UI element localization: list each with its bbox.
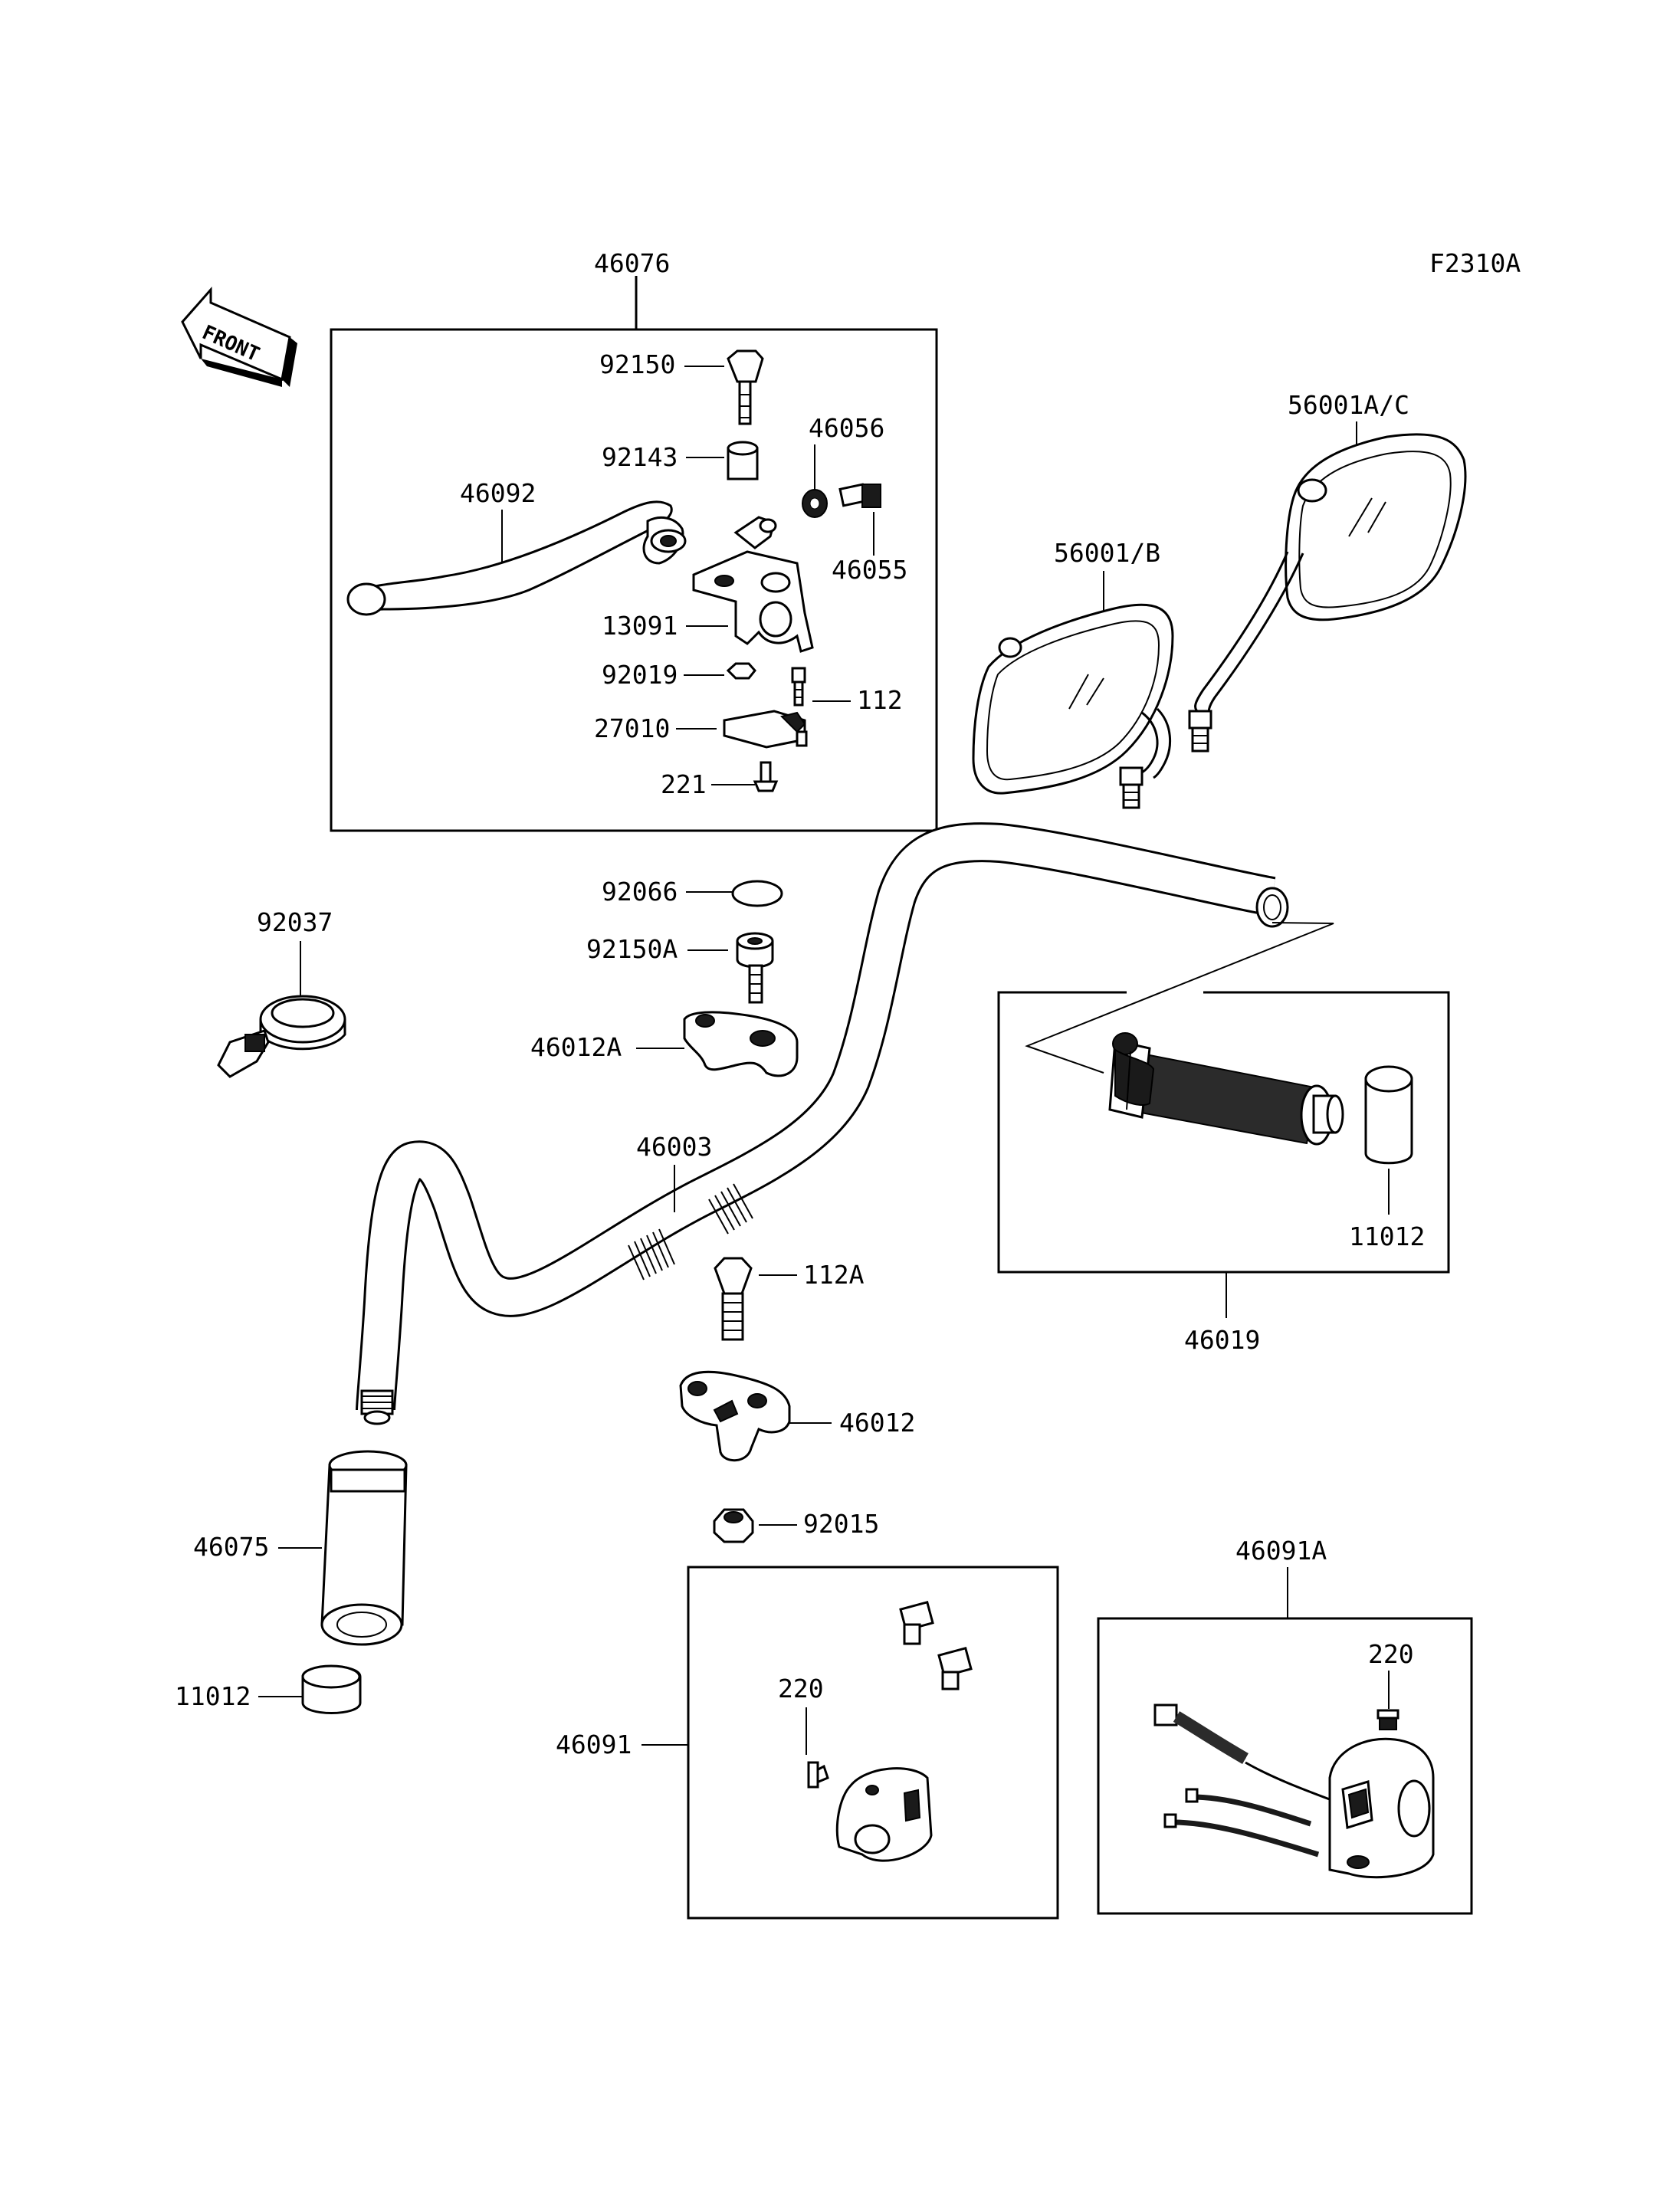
label-13091: 13091 [602,611,678,641]
label-46075: 46075 [193,1532,269,1562]
clamp-46012A [683,1011,799,1077]
bolt-92150A [736,932,774,1004]
label-46012A: 46012A [530,1032,622,1062]
mirror-56001AC: 56001A/C [1188,390,1467,753]
screw-221 [753,761,779,792]
bolt-92150 [727,349,764,425]
right-switch-group: 46091A 220 [1097,1536,1473,1915]
label-92150A: 92150A [586,934,678,964]
adjuster-46055 [838,483,881,508]
label-46091A: 46091A [1235,1536,1327,1566]
end-cap-11012-right [1364,1065,1413,1165]
label-56001B: 56001/B [1054,538,1160,568]
end-cap-11012-left: 11012 [175,1664,362,1714]
label-11012-right: 11012 [1349,1221,1425,1251]
label-46019: 46019 [1184,1325,1260,1355]
clamp-92037: 92037 [217,907,346,1078]
label-220-left: 220 [778,1674,824,1703]
handlebar-46003: 46003 [356,822,1289,1425]
bolt-112A [714,1257,753,1341]
mirror-56001B: 56001/B [972,538,1174,809]
label-27010: 27010 [594,713,670,743]
label-46056: 46056 [809,413,884,443]
label-56001AC: 56001A/C [1288,390,1409,420]
label-92066: 92066 [602,877,678,907]
clamp-46012 [679,1370,791,1462]
throttle-grip [1108,1032,1344,1146]
left-switch-group: 46091 220 [556,1566,1059,1920]
switch-housing-46091 [807,1600,973,1862]
switch-27010 [723,710,808,749]
lever-46092 [346,500,687,616]
lower-clamp-group: 112A 46012 92015 [679,1257,915,1543]
bracket-13091 [692,516,814,653]
label-46076: 46076 [594,248,670,278]
nut-92015 [713,1508,754,1543]
cap-92066 [731,880,783,907]
throttle-assembly-group: 46019 11012 [997,922,1450,1355]
label-46091: 46091 [556,1730,632,1759]
label-46092: 46092 [460,478,536,508]
label-46012: 46012 [839,1408,915,1438]
label-220-right: 220 [1368,1639,1414,1669]
right-switch-box [1097,1617,1473,1915]
throttle-assembly-box [997,991,1450,1274]
label-112: 112 [857,685,903,715]
collar-92143 [727,441,759,480]
label-46055: 46055 [832,555,907,585]
label-92019: 92019 [602,660,678,690]
switch-housing-46091A [1153,1703,1435,1879]
label-112A: 112A [803,1260,865,1290]
label-92150: 92150 [599,349,675,379]
knurl-right [708,1183,753,1235]
nut-46056 [802,489,828,518]
label-92143: 92143 [602,442,678,472]
figure-code: F2310A [1429,248,1521,278]
lever-assembly-box [330,328,938,832]
left-switch-box [687,1566,1059,1920]
knurl-left [628,1228,675,1280]
label-92015: 92015 [803,1509,879,1539]
lever-assembly-group: 46076 92150 92143 46056 46055 [330,248,938,832]
bar-end-thread [360,1389,394,1425]
front-arrow: FRONT [181,287,297,387]
label-46003: 46003 [636,1132,712,1162]
label-11012-left: 11012 [175,1681,251,1711]
label-92037: 92037 [257,907,333,937]
upper-clamp-group: 92066 92150A 46012A [530,877,799,1077]
label-221: 221 [661,769,707,799]
grip-46075: 46075 [193,1450,408,1646]
nut-92019 [726,662,756,680]
screw-112 [791,667,806,707]
